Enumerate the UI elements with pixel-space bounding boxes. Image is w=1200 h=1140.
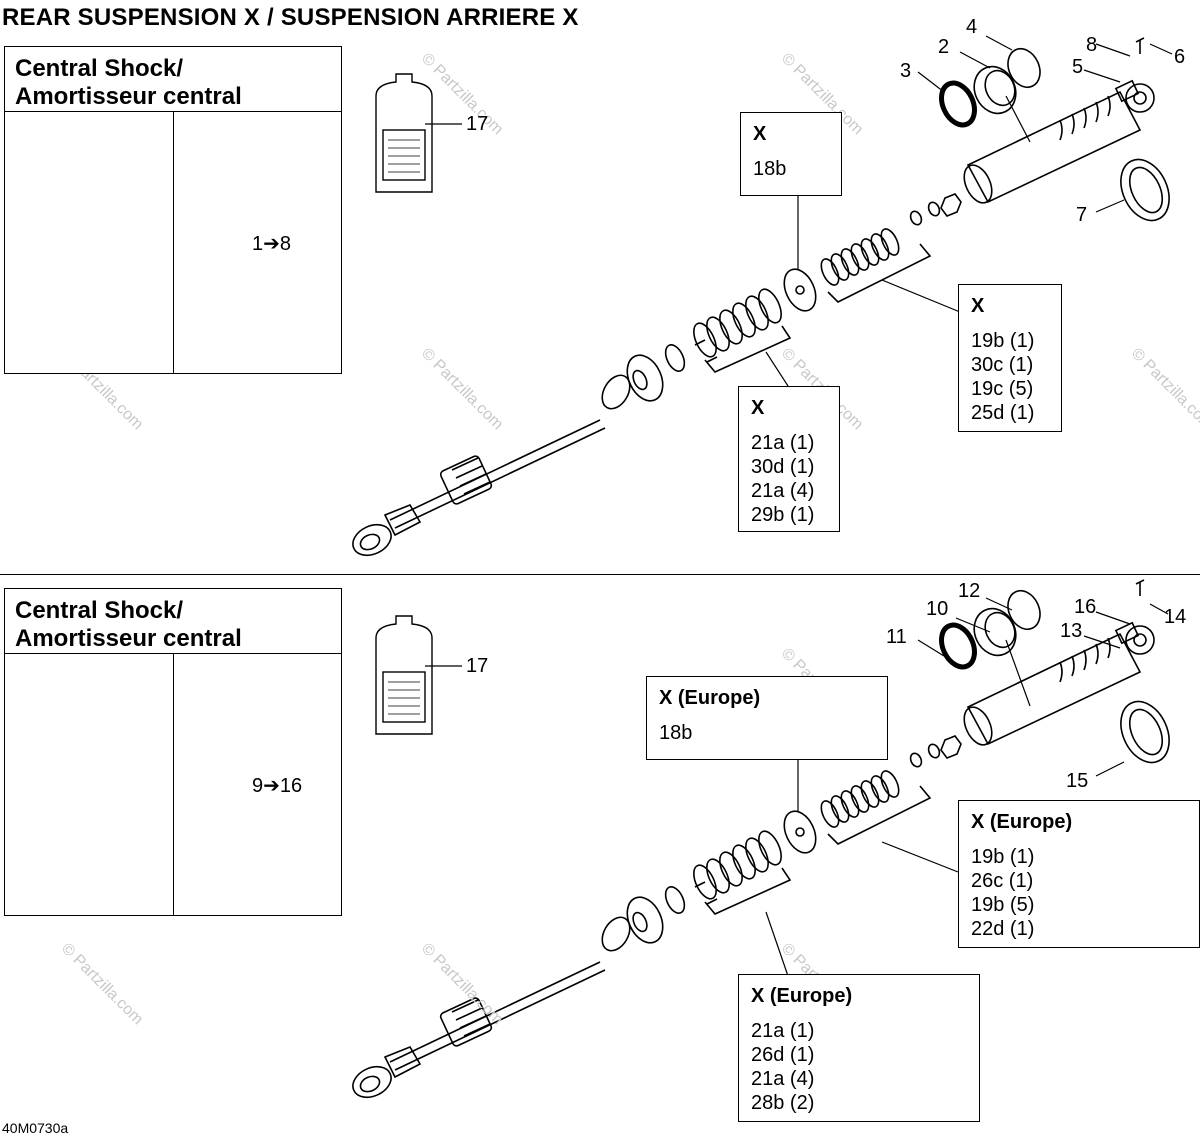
- info-box-heading: X: [971, 295, 985, 317]
- info-box-line: 29b (1): [751, 504, 815, 526]
- part-callout: 10: [926, 598, 949, 620]
- info-box-heading: X: [753, 123, 767, 145]
- info-box-line: 21a (4): [751, 480, 815, 502]
- info-box-line: 22d (1): [971, 918, 1035, 940]
- part-callout: 6: [1174, 46, 1186, 68]
- info-box-line: 30d (1): [751, 456, 815, 478]
- central-shock-panel: Central Shock/ Amortisseur central: [4, 46, 342, 374]
- part-callout: 4: [966, 16, 978, 38]
- info-box-line: 18b: [659, 722, 693, 744]
- page-title: REAR SUSPENSION X / SUSPENSION ARRIERE X: [2, 4, 579, 31]
- info-box-heading: X (Europe): [751, 985, 853, 1007]
- info-box-top: X 18b: [740, 112, 842, 196]
- panel-header: Central Shock/ Amortisseur central: [5, 589, 341, 654]
- info-box-line: 19b (5): [971, 894, 1035, 916]
- shock-range-callout: 1➔8: [252, 233, 292, 255]
- shock-range-callout: 9➔16: [252, 775, 303, 797]
- bottle-callout: 17: [466, 113, 489, 135]
- part-callout: 14: [1164, 606, 1187, 628]
- part-callout: 12: [958, 580, 981, 602]
- panel-title-line: Central Shock/: [15, 55, 184, 82]
- part-callout: 5: [1072, 56, 1084, 78]
- part-callout: 2: [938, 36, 950, 58]
- info-box-right: X 19b (1) 30c (1) 19c (5) 25d (1): [958, 284, 1062, 432]
- info-box-bottom: X (Europe) 21a (1) 26d (1) 21a (4) 28b (…: [738, 974, 980, 1122]
- info-box-line: 26c (1): [971, 870, 1034, 892]
- info-box-top: X (Europe) 18b: [646, 676, 888, 760]
- panel-title: Central Shock/ Amortisseur central: [15, 55, 242, 111]
- info-box-heading: X (Europe): [971, 811, 1073, 833]
- part-callout: 8: [1086, 34, 1098, 56]
- info-box-line: 25d (1): [971, 402, 1035, 424]
- info-box-line: 21a (1): [751, 432, 815, 454]
- figure-code: 40M0730a: [2, 1120, 69, 1136]
- info-box-line: 28b (2): [751, 1092, 815, 1114]
- panel-divider: [173, 111, 174, 373]
- info-box-line: 30c (1): [971, 354, 1034, 376]
- part-callout: 16: [1074, 596, 1097, 618]
- panel-divider: [173, 653, 174, 915]
- info-box-line: 26d (1): [751, 1044, 815, 1066]
- part-callout: 7: [1076, 204, 1088, 226]
- panel-header: Central Shock/ Amortisseur central: [5, 47, 341, 112]
- info-box-line: 21a (4): [751, 1068, 815, 1090]
- part-callout: 13: [1060, 620, 1083, 642]
- info-box-right: X (Europe) 19b (1) 26c (1) 19b (5) 22d (…: [958, 800, 1200, 948]
- info-box-heading: X: [751, 397, 765, 419]
- panel-title-line: Central Shock/: [15, 597, 184, 624]
- info-box-line: 21a (1): [751, 1020, 815, 1042]
- part-callout: 3: [900, 60, 912, 82]
- info-box-line: 19b (1): [971, 846, 1035, 868]
- info-box-bottom: X 21a (1) 30d (1) 21a (4) 29b (1): [738, 386, 840, 532]
- part-callout: 11: [886, 626, 907, 648]
- panel-title-line: Amortisseur central: [15, 83, 242, 110]
- central-shock-panel: Central Shock/ Amortisseur central: [4, 588, 342, 916]
- bottle-callout: 17: [466, 655, 489, 677]
- panel-title: Central Shock/ Amortisseur central: [15, 597, 242, 653]
- panel-title-line: Amortisseur central: [15, 625, 242, 652]
- info-box-line: 19c (5): [971, 378, 1034, 400]
- info-box-line: 18b: [753, 158, 787, 180]
- section-divider: [0, 574, 1200, 575]
- info-box-heading: X (Europe): [659, 687, 761, 709]
- info-box-line: 19b (1): [971, 330, 1035, 352]
- part-callout: 15: [1066, 770, 1089, 792]
